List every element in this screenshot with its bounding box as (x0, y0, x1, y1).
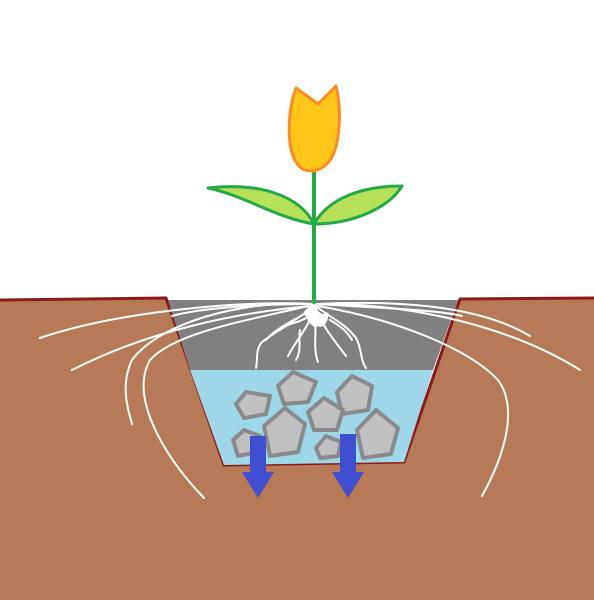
root (315, 302, 581, 371)
root (71, 305, 313, 371)
drainage-stone (234, 390, 272, 420)
root (171, 303, 313, 317)
planting-soil-layer (168, 300, 458, 370)
root (279, 317, 307, 331)
drainage-stone (355, 408, 400, 460)
ground-soil (0, 298, 594, 600)
root (142, 305, 309, 499)
roots (39, 301, 581, 499)
root (317, 301, 531, 337)
drainage-arrow (332, 434, 364, 498)
drainage-stone (306, 396, 345, 432)
leaf-right (312, 184, 404, 226)
drainage-stone (276, 370, 318, 406)
tulip-flower (287, 84, 341, 173)
root (317, 305, 510, 497)
root (329, 319, 353, 341)
drainage-stone (314, 434, 343, 460)
drainage-arrow (242, 436, 274, 498)
drainage-stones (231, 370, 400, 460)
root (295, 329, 301, 361)
leaf-left (206, 185, 316, 226)
drainage-stone (262, 406, 307, 458)
root-crown (304, 302, 329, 327)
drainage-stone (335, 374, 374, 416)
root (315, 303, 463, 317)
